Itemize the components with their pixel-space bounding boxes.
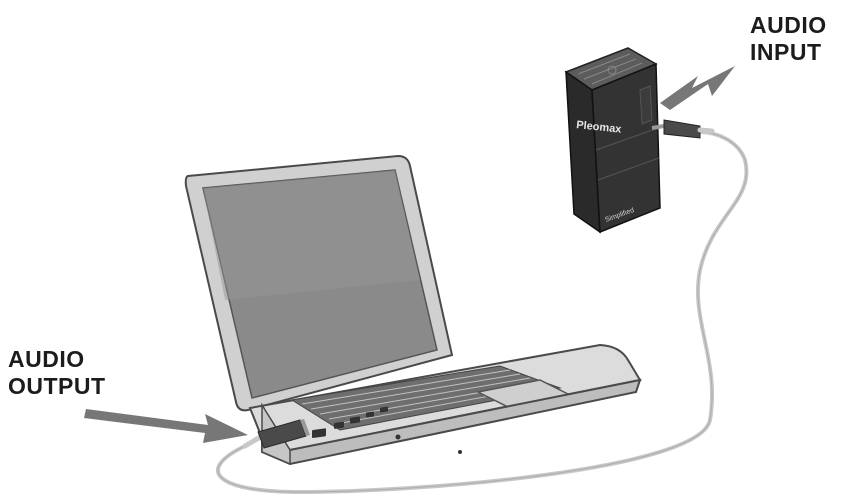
device-audio-plug [651, 119, 715, 139]
laptop-ports [312, 406, 462, 454]
audio-input-label: AUDIO INPUT [750, 12, 827, 66]
arrow-output-icon [84, 409, 248, 443]
device-brand-label: Pleomax [576, 119, 623, 136]
audio-output-label-line1: AUDIO [8, 346, 85, 372]
audio-output-label-line2: OUTPUT [8, 373, 106, 399]
audio-input-label-line1: AUDIO [750, 12, 827, 38]
audio-output-label: AUDIO OUTPUT [8, 346, 106, 400]
arrow-input-icon [660, 66, 735, 110]
audio-input-label-line2: INPUT [750, 39, 822, 65]
audio-device: Pleomax Simplified [564, 47, 715, 234]
laptop-audio-plug [242, 419, 310, 449]
laptop [184, 154, 642, 466]
